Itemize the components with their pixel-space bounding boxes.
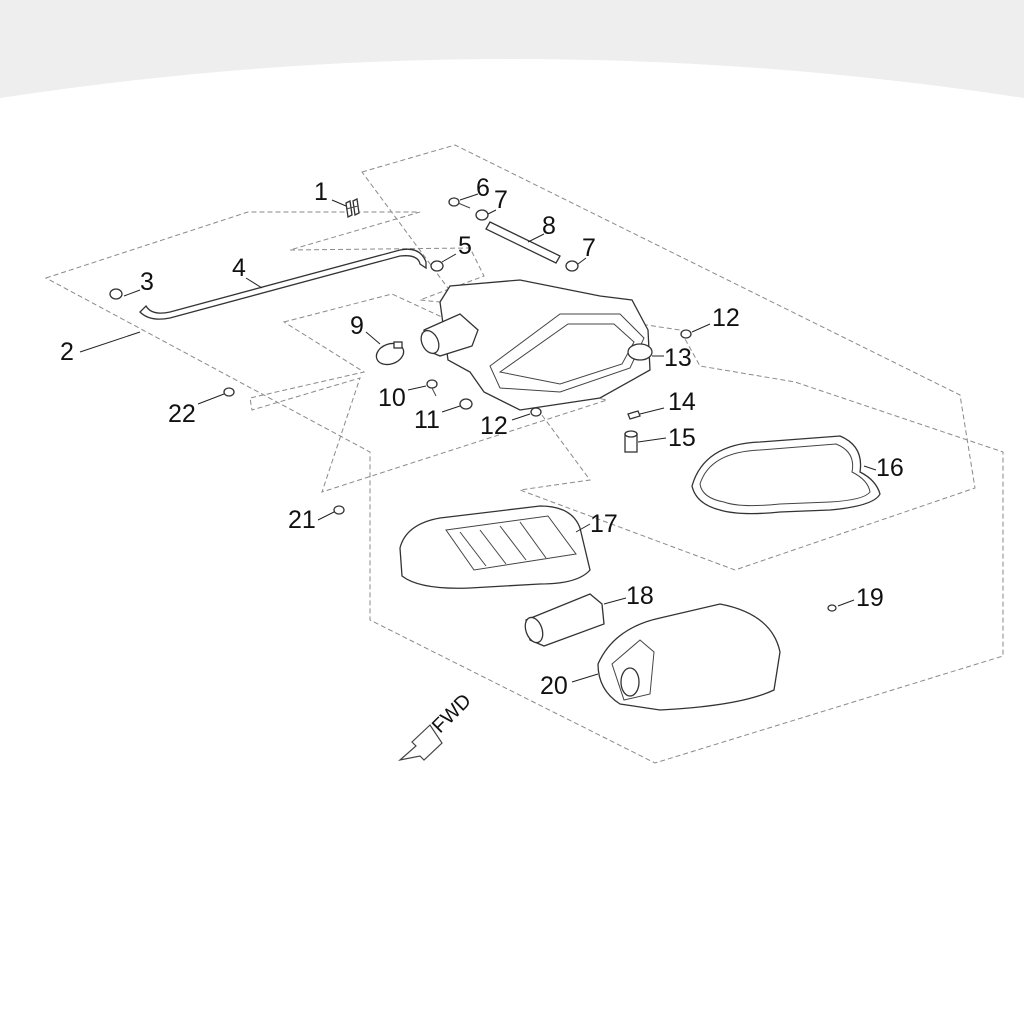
funnel-part-18 — [524, 593, 605, 647]
callout-12-right: 12 — [712, 304, 740, 332]
forward-direction-indicator: FWD — [397, 690, 476, 762]
callout-10: 10 — [378, 384, 406, 412]
callout-20: 20 — [540, 672, 568, 700]
callout-2: 2 — [60, 338, 74, 366]
callout-15: 15 — [668, 424, 696, 452]
fitting-part-10 — [426, 379, 438, 397]
callout-3: 3 — [140, 268, 154, 296]
callout-19: 19 — [856, 584, 884, 612]
air-cleaner-case-part-20 — [597, 603, 781, 711]
callout-21: 21 — [288, 506, 316, 534]
grommet-part-12-right — [680, 329, 692, 339]
callout-7-upper: 7 — [494, 186, 508, 214]
callout-13: 13 — [664, 344, 692, 372]
bolt-part-22 — [223, 387, 235, 397]
clamp-part-9 — [375, 341, 405, 366]
callout-17: 17 — [590, 510, 618, 538]
callout-8: 8 — [542, 212, 556, 240]
callout-4: 4 — [232, 254, 246, 282]
callout-18: 18 — [626, 582, 654, 610]
air-cleaner-case-part-13 — [420, 279, 653, 411]
callout-1: 1 — [314, 178, 328, 206]
callout-5: 5 — [458, 232, 472, 260]
clip-part-7-upper — [475, 209, 489, 221]
bolt-part-21 — [333, 505, 345, 515]
leader-lines — [79, 193, 877, 683]
bolt-part-6 — [448, 197, 471, 209]
hose-part-4 — [139, 248, 427, 320]
clip-part-7-lower — [565, 260, 579, 272]
gasket-part-16 — [691, 435, 881, 515]
callout-11: 11 — [414, 406, 440, 434]
callout-labels: 1 2 3 4 5 6 7 7 8 9 10 11 12 12 13 14 15… — [60, 174, 904, 700]
callout-22: 22 — [168, 400, 196, 428]
clip-part-14 — [627, 410, 641, 420]
clip-part-1 — [345, 198, 360, 218]
callout-16: 16 — [876, 454, 904, 482]
header-band — [0, 0, 1024, 98]
callout-12-left: 12 — [480, 412, 508, 440]
element-part-17 — [399, 505, 591, 589]
forward-arrow-icon — [397, 724, 443, 762]
callout-9: 9 — [350, 312, 364, 340]
callout-6: 6 — [476, 174, 490, 202]
clip-part-11 — [459, 398, 473, 410]
grommet-part-12-left — [530, 407, 542, 417]
callout-7-lower: 7 — [582, 234, 596, 262]
clip-part-5 — [430, 260, 444, 272]
hose-part-8 — [485, 221, 561, 264]
collar-part-15 — [624, 430, 638, 453]
frame-main — [44, 211, 1004, 764]
frame-hose-upper — [361, 144, 976, 571]
callout-14: 14 — [668, 388, 696, 416]
forward-direction-label: FWD — [428, 690, 476, 738]
screw-part-19 — [827, 604, 837, 612]
clip-part-3 — [109, 288, 123, 300]
